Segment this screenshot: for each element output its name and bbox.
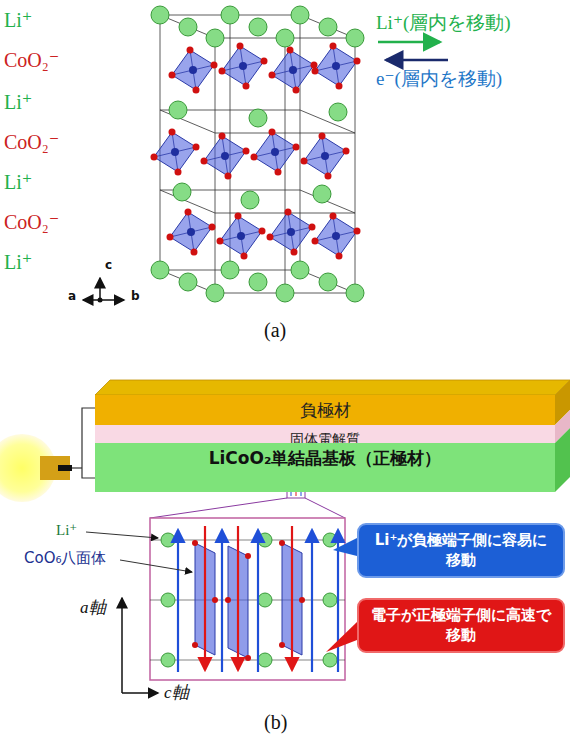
ion-label: Li⁺ — [4, 250, 32, 274]
ion-label: Li⁺ — [4, 8, 32, 32]
callout-box: 電子が正極端子側に高速で移動 — [357, 598, 565, 653]
axis-label: c — [105, 258, 112, 272]
node-text: LiCoO₂単結晶基板（正極材） — [209, 447, 442, 469]
arrow-label: e⁻(層内を移動) — [376, 68, 502, 91]
callout-box: Li⁺が負極端子側に容易に移動 — [357, 523, 565, 578]
axis-label: a — [68, 289, 76, 303]
cathode-layer: LiCoO₂単結晶基板（正極材） — [95, 443, 555, 492]
ion-label: Li⁺ — [4, 170, 32, 194]
node-text: 負極材 — [300, 399, 351, 421]
axis-label: a軸 — [80, 598, 106, 618]
ion-label: Li⁺ — [4, 90, 32, 114]
layer-label: CoO₂⁻ — [4, 48, 59, 72]
part-label: Li⁺ — [56, 521, 77, 539]
panel-label: (b) — [264, 710, 287, 734]
node-text: 電子が正極端子側に高速で移動 — [369, 606, 553, 645]
axis-label: c軸 — [164, 683, 189, 703]
panel-label: (a) — [264, 318, 286, 342]
layer-label: CoO₂⁻ — [4, 130, 59, 154]
layer-label: CoO₂⁻ — [4, 210, 59, 234]
anode-layer: 負極材 — [95, 395, 555, 425]
axis-label: b — [131, 289, 140, 303]
part-label: CoO₆八面体 — [24, 549, 106, 567]
arrow-label: Li⁺(層内を移動) — [376, 12, 511, 35]
node-text: Li⁺が負極端子側に容易に移動 — [369, 531, 553, 570]
